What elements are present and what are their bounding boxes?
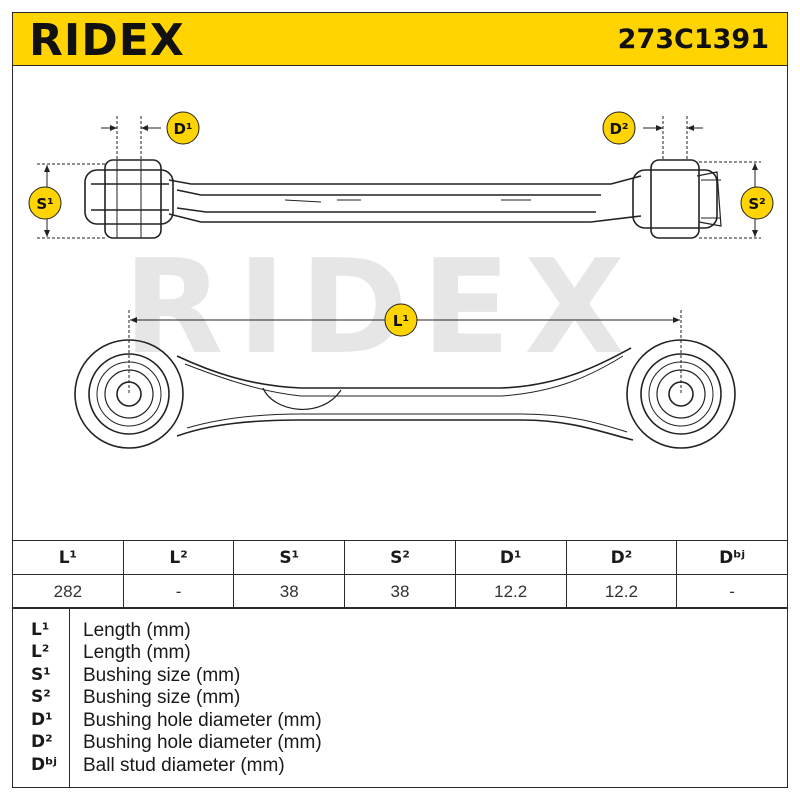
- legend-item: S² Bushing size (mm): [13, 687, 787, 710]
- badge-l1: [384, 303, 418, 337]
- badge-d2: [602, 111, 636, 145]
- dimension-d2: [643, 116, 703, 160]
- spec-header-cell: D²: [565, 540, 678, 575]
- badge-d1: [166, 111, 200, 145]
- legend-key: L¹: [31, 620, 50, 640]
- spec-value-cell: 38: [344, 574, 456, 609]
- legend-description: Bushing hole diameter (mm): [83, 732, 322, 753]
- legend-description: Ball stud diameter (mm): [83, 755, 285, 776]
- legend-key: L²: [31, 642, 50, 662]
- legend-box: L¹ Length (mm) L² Length (mm) S¹ Bushing…: [12, 607, 788, 788]
- legend-key: D²: [31, 732, 53, 752]
- spec-header-cell: S¹: [233, 540, 346, 575]
- legend-description: Bushing size (mm): [83, 665, 241, 686]
- spec-header-cell: Dᵇʲ: [676, 540, 788, 575]
- part-number: 273C1391: [617, 24, 769, 55]
- spec-value-cell: -: [676, 574, 788, 609]
- dimension-d1: [101, 116, 161, 160]
- legend-divider: [69, 608, 70, 787]
- spec-value-cell: -: [122, 574, 235, 609]
- badge-d2-label: D²: [609, 120, 628, 138]
- legend-description: Bushing size (mm): [83, 687, 241, 708]
- spec-header-cell: D¹: [454, 540, 567, 575]
- legend-item: D² Bushing hole diameter (mm): [13, 732, 787, 755]
- badge-s2-label: S²: [748, 195, 765, 213]
- badge-s1: [28, 186, 62, 220]
- legend-item: Dᵇʲ Ball stud diameter (mm): [13, 755, 787, 778]
- badge-s1-label: S¹: [36, 195, 53, 213]
- legend-key: D¹: [31, 710, 53, 730]
- brand-logo: RIDEX: [29, 15, 185, 66]
- side-view: [84, 159, 722, 239]
- spec-value-cell: 282: [12, 574, 124, 609]
- legend-item: S¹ Bushing size (mm): [13, 665, 787, 688]
- badge-d1-label: D¹: [173, 120, 192, 138]
- spec-header-cell: L¹: [12, 540, 124, 575]
- badge-l1-label: L¹: [393, 312, 409, 330]
- spec-value-cell: 12.2: [565, 574, 678, 609]
- legend-item: D¹ Bushing hole diameter (mm): [13, 710, 787, 733]
- spec-header-row: L¹ L² S¹ S² D¹ D² Dᵇʲ: [12, 540, 788, 575]
- spec-value-cell: 38: [233, 574, 346, 609]
- badge-s2: [740, 186, 774, 220]
- legend-description: Bushing hole diameter (mm): [83, 710, 322, 731]
- spec-header-cell: S²: [344, 540, 456, 575]
- legend-key: S¹: [31, 665, 51, 685]
- spec-table: L¹ L² S¹ S² D¹ D² Dᵇʲ 282 - 38 38 12.2 1…: [12, 540, 788, 609]
- technical-drawing: RIDEX: [12, 66, 788, 540]
- legend-item: L¹ Length (mm): [13, 620, 787, 643]
- dimension-l1: [128, 310, 682, 394]
- legend-description: Length (mm): [83, 642, 191, 663]
- spec-value-cell: 12.2: [454, 574, 567, 609]
- spec-value-row: 282 - 38 38 12.2 12.2 -: [12, 574, 788, 609]
- header-bar: RIDEX 273C1391: [12, 12, 788, 66]
- spec-header-cell: L²: [122, 540, 235, 575]
- legend-key: Dᵇʲ: [31, 755, 57, 775]
- legend-item: L² Length (mm): [13, 642, 787, 665]
- legend-description: Length (mm): [83, 620, 191, 641]
- watermark-text: RIDEX: [123, 231, 638, 383]
- legend-key: S²: [31, 687, 51, 707]
